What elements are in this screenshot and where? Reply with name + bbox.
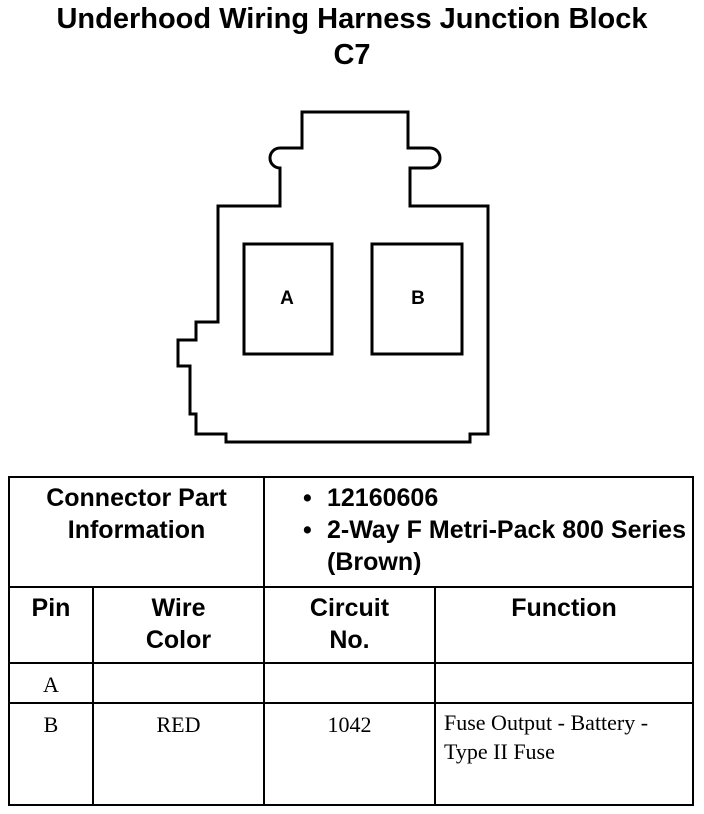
part-number: 12160606 <box>303 482 692 514</box>
cavity-b-label: B <box>411 288 425 309</box>
cavity-a-label: A <box>280 288 294 309</box>
page-title: Underhood Wiring Harness Junction Block <box>56 3 648 35</box>
part-info-details: 12160606 2-Way F Metri-Pack 800 Series (… <box>263 476 694 588</box>
connector-info-table: Connector Part Information 12160606 2-Wa… <box>8 476 694 806</box>
header-wire-color: Wire Color <box>92 586 265 664</box>
circuit-cell: 1042 <box>263 702 436 806</box>
connector-outline <box>176 110 490 444</box>
wire-color-cell <box>92 662 265 704</box>
header-function: Function <box>434 586 694 664</box>
table-row: B RED 1042 Fuse Output - Battery - Type … <box>8 702 694 806</box>
cavity-b <box>370 242 464 356</box>
cavity-a <box>242 242 334 356</box>
circuit-cell <box>263 662 436 704</box>
function-cell: Fuse Output - Battery - Type II Fuse <box>434 702 694 806</box>
function-cell <box>434 662 694 704</box>
table-row: A <box>8 662 694 704</box>
wire-color-cell: RED <box>92 702 265 806</box>
connector-id: C7 <box>333 39 371 71</box>
part-info-row: Connector Part Information 12160606 2-Wa… <box>8 476 694 588</box>
header-circuit: Circuit No. <box>263 586 436 664</box>
pin-cell: A <box>8 662 94 704</box>
header-pin: Pin <box>8 586 94 664</box>
part-description: 2-Way F Metri-Pack 800 Series (Brown) <box>303 514 692 578</box>
header-row: Pin Wire Color Circuit No. Function <box>8 586 694 664</box>
part-info-label: Connector Part Information <box>8 476 265 588</box>
pin-cell: B <box>8 702 94 806</box>
